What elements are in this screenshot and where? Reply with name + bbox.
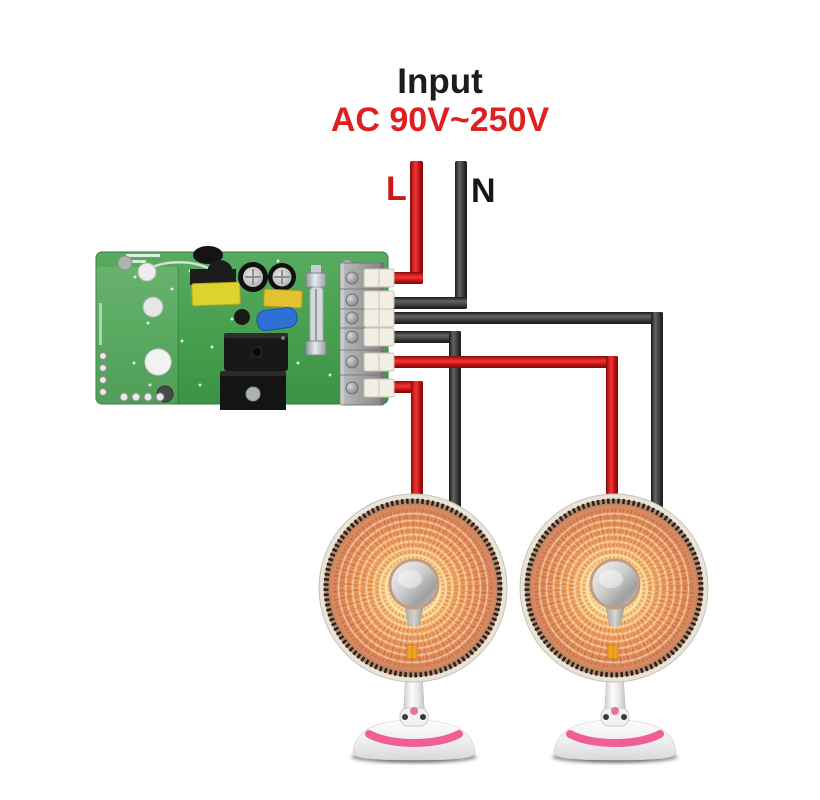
dish-grille-edge [323, 498, 503, 678]
warning-sticker [406, 644, 418, 660]
wire-terminal3-to-right-heater [651, 312, 663, 513]
wire-neutral-to-terminal2 [383, 297, 467, 309]
dish-grille-edge [524, 498, 704, 678]
reflector-hub [391, 561, 437, 607]
heater-stand [552, 671, 678, 764]
pcb-vias [132, 259, 332, 387]
fuse [305, 265, 327, 356]
base-pink-band [365, 730, 463, 747]
wire-terminal3-horizontal [383, 312, 663, 324]
relay [224, 333, 288, 371]
wire-terminal5-to-right-heater [606, 356, 618, 508]
pin-header-holes [99, 352, 165, 402]
input-title: Input [397, 62, 483, 101]
blue-capacitor [256, 306, 298, 332]
wire-input-neutral-vertical [455, 161, 467, 309]
heater-dish [318, 493, 508, 683]
wire-input-live-vertical [410, 161, 423, 284]
wire-terminal6-to-left-heater [411, 381, 423, 505]
electrolytic-capacitor [238, 262, 268, 292]
heater-dish [519, 493, 709, 683]
electrolytic-capacitor [268, 263, 296, 291]
wire-terminal4-to-left-heater [449, 331, 461, 512]
white-capacitor [137, 262, 157, 282]
base-pink-band [566, 730, 664, 747]
wire-terminal5-horizontal [383, 356, 618, 368]
reflector-hub [592, 561, 638, 607]
inductor [193, 246, 223, 264]
live-label: L [386, 170, 407, 208]
neutral-label: N [471, 172, 496, 210]
diode [234, 309, 250, 325]
yellow-capacitor [263, 288, 303, 309]
terminal-screws [345, 271, 359, 395]
voltage-label: AC 90V~250V [330, 101, 550, 139]
transformer-body [190, 269, 236, 285]
transformer-tape [191, 281, 241, 307]
wire-terminal4-horizontal [383, 331, 461, 343]
warning-sticker [607, 644, 619, 660]
heater-right [519, 493, 709, 764]
heater-left [318, 493, 508, 764]
mounting-hole [144, 348, 172, 376]
heater-stand [351, 671, 477, 764]
terminal-block [339, 262, 395, 406]
pcb-module [95, 246, 395, 410]
white-capacitor [142, 296, 164, 318]
